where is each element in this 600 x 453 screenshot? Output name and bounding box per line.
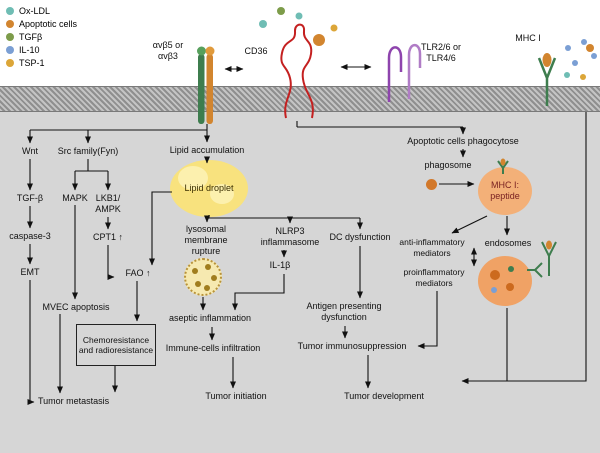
node-lkb1-ampk: LKB1/ AMPK [95, 193, 121, 214]
cd36-label: CD36 [244, 46, 268, 56]
node-caspase3: caspase-3 [9, 231, 51, 241]
ligand-dots [259, 7, 597, 80]
lysosome-granule [204, 285, 210, 291]
node-il1b: IL-1β [269, 260, 291, 270]
legend-dot-tsp1 [6, 59, 14, 67]
node-cpt1: CPT1 ↑ [92, 232, 123, 242]
peptide-dot [500, 158, 506, 166]
node-emt: EMT [20, 267, 40, 277]
mhc1-label: MHC I [515, 33, 541, 43]
node-lysosomal-rupture: lysosomal membrane rupture [184, 224, 228, 256]
node-nlrp3: NLRP3 inflammasome [260, 226, 320, 247]
mhc1-receptor [537, 53, 557, 106]
node-endosomes: endosomes [484, 238, 532, 248]
node-tumor-metastasis: Tumor metastasis [38, 396, 110, 406]
legend-label: Ox-LDL [19, 6, 51, 16]
mhc-peptide-vesicle: MHC I: peptide [478, 167, 532, 215]
integrin-label: αvβ5 or αvβ3 [152, 40, 184, 61]
node-lipid-accumulation: Lipid accumulation [169, 145, 245, 155]
node-fao: FAO ↑ [125, 268, 151, 278]
tlr-label: TLR2/6 or TLR4/6 [420, 42, 462, 63]
node-immune-infiltration: Immune-cells infiltration [165, 343, 261, 353]
node-tgf-beta: TGF-β [16, 193, 44, 203]
node-tumor-immunosuppression: Tumor immunosuppression [297, 341, 407, 351]
legend-dot-il10 [6, 46, 14, 54]
legend-item: TSP-1 [6, 58, 77, 68]
mhc-peptide-label: MHC I: peptide [490, 180, 520, 201]
endosome-cargo-dot [508, 266, 514, 272]
node-aseptic-inflammation: aseptic inflammation [168, 313, 252, 323]
node-apoptotic-phagocytose: Apoptotic cells phagocytose [407, 136, 519, 146]
legend-item: IL-10 [6, 45, 77, 55]
vesicle-mhc-icon [497, 160, 557, 278]
legend-item: Apoptotic cells [6, 19, 77, 29]
node-proinflammatory: proinflammatory mediators [403, 267, 465, 288]
lipid-droplet-blob: Lipid droplet [170, 160, 248, 217]
endosome-cargo-dot [490, 270, 500, 280]
legend-item: Ox-LDL [6, 6, 77, 16]
node-src-family: Src family(Fyn) [57, 146, 119, 156]
peptide-dot [546, 240, 552, 250]
legend-item: TGFβ [6, 32, 77, 42]
cell-membrane [0, 86, 600, 112]
node-mapk: MAPK [62, 193, 88, 203]
lysosome-granule [192, 268, 198, 274]
tlr-receptor [387, 43, 422, 102]
legend-dot-apoptotic [6, 20, 14, 28]
legend-label: IL-10 [19, 45, 40, 55]
legend-dot-tgfb [6, 33, 14, 41]
lysosome-granule [195, 281, 201, 287]
legend-label: Apoptotic cells [19, 19, 78, 29]
lysosome-icon [184, 258, 222, 296]
node-phagosome: phagosome [424, 160, 472, 170]
phagosome-vesicle [426, 179, 437, 190]
endosome-cargo-dot [491, 287, 497, 293]
node-tumor-development: Tumor development [344, 391, 424, 401]
legend-dot-oxldl [6, 7, 14, 15]
cd36-receptor [280, 23, 314, 119]
endosome-blob [478, 256, 532, 306]
pathway-arrows [27, 64, 587, 405]
endosome-cargo-dot [506, 283, 514, 291]
node-dc-dysfunction: DC dysfunction [329, 232, 391, 242]
node-antigen-dysfunction: Antigen presenting dysfunction [306, 301, 382, 322]
node-mvec: MVEC apoptosis [42, 302, 110, 312]
lysosome-granule [205, 264, 211, 270]
legend-label: TSP-1 [19, 58, 45, 68]
integrin-receptor [197, 46, 215, 124]
lipid-droplet-highlight [210, 184, 234, 204]
node-chemoresistance-box: Chemoresistance and radioresistance [76, 324, 156, 366]
lysosome-granule [211, 275, 217, 281]
node-wnt: Wnt [21, 146, 38, 156]
node-tumor-initiation: Tumor initiation [205, 391, 267, 401]
node-anti-inflammatory: anti-inflammatory mediators [399, 237, 465, 258]
lipid-droplet-highlight [178, 166, 208, 190]
legend: Ox-LDL Apoptotic cells TGFβ IL-10 TSP-1 [6, 6, 77, 71]
legend-label: TGFβ [19, 32, 43, 42]
lipid-droplet-label: Lipid droplet [184, 183, 234, 193]
